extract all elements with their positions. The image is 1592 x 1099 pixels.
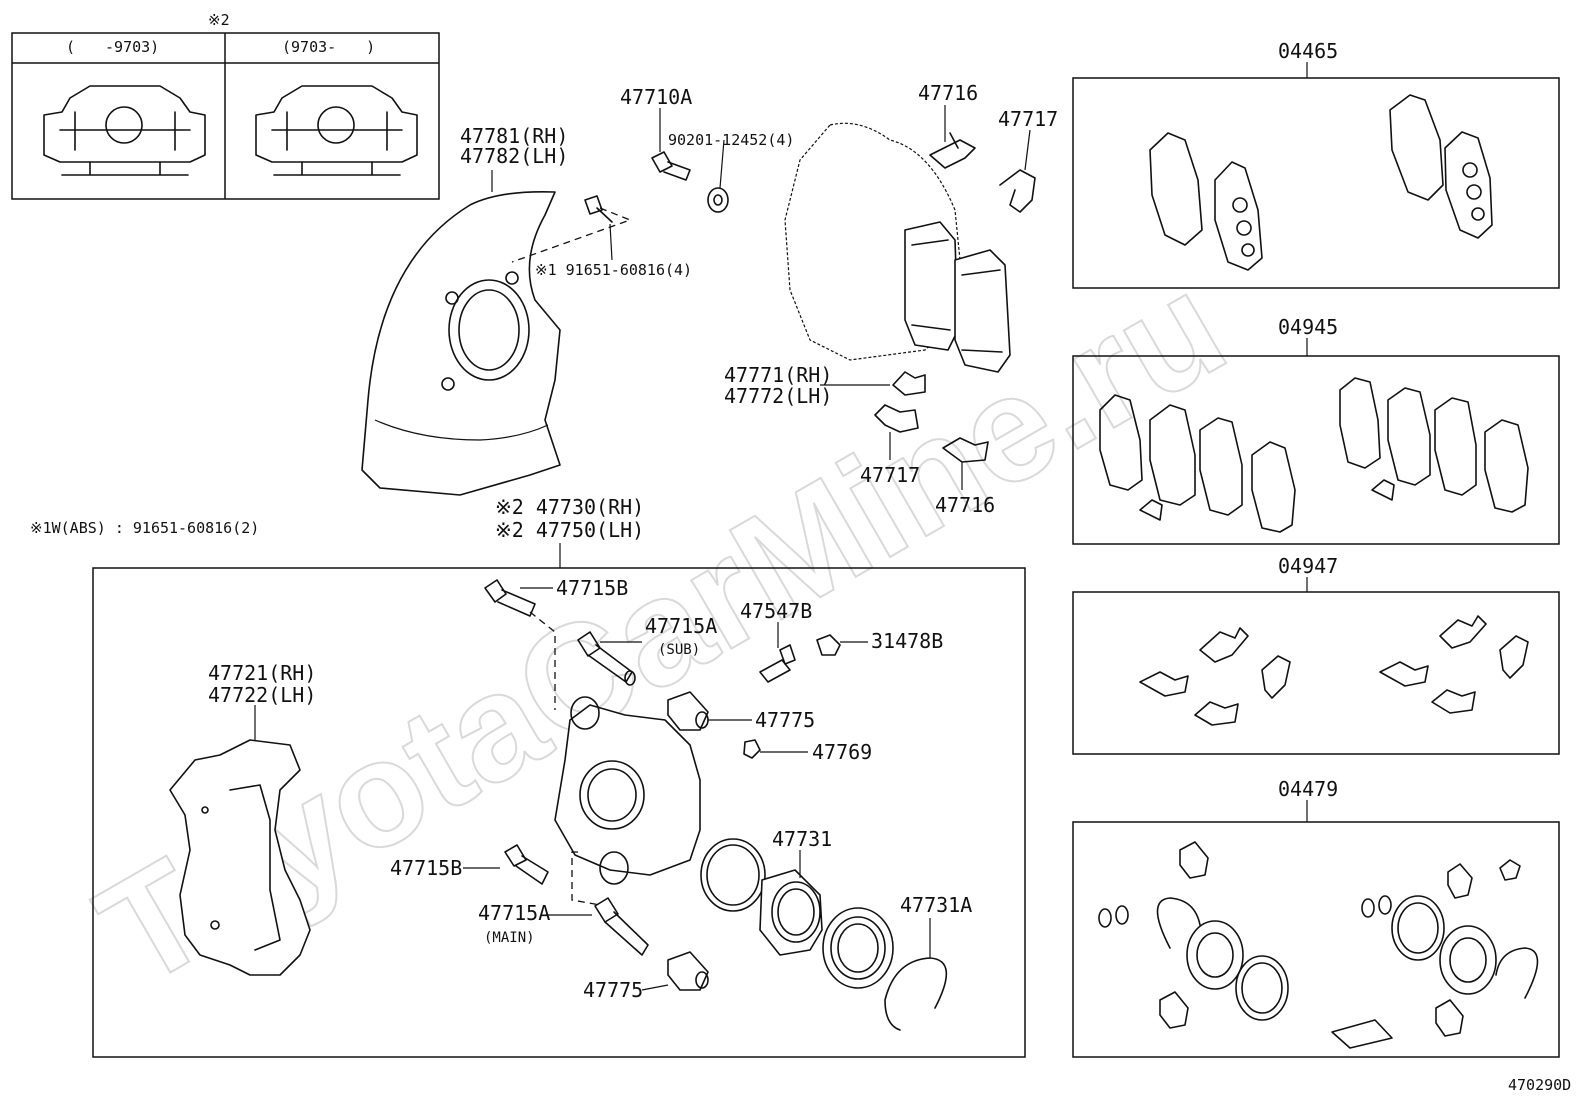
kit-04947-label: 04947 [1278,554,1338,578]
brake-pad-outer [954,249,1011,373]
label-47769: 47769 [812,740,872,764]
abs-note: ※1W(ABS) : 91651-60816(2) [30,519,259,537]
label-47710a: 47710A [620,85,692,109]
pin-47715a-sub [577,631,636,686]
label-47715b-top: 47715B [556,576,628,600]
label-47775-top: 47775 [755,708,815,732]
label-47772: 47772(LH) [724,384,832,408]
caliper-variant-inset: ※2 ( -9703) (9703- ) [11,11,440,200]
kit-04947-box [1072,591,1560,755]
label-sub: (SUB) [658,642,700,658]
bolt-47715b-bottom [504,844,549,885]
label-47781: 47781(RH) [460,124,568,148]
label-main: (MAIN) [484,930,535,946]
label-47731: 47731 [772,827,832,851]
inset-col-right: (9703- ) [282,38,375,56]
kit-04465-box [1072,77,1560,289]
kit-04945-box [1072,355,1560,545]
kit-04479-parts [1098,841,1539,1049]
boot-47775-bottom [667,951,709,991]
kit-04945-label: 04945 [1278,315,1338,339]
brake-pad-inner [904,221,959,351]
label-47716-bottom: 47716 [935,493,995,517]
snap-ring-47731a [884,957,948,1031]
clip-47771 [892,371,926,396]
label-47721: 47721(RH) [208,661,316,685]
label-47715b-bottom: 47715B [390,856,462,880]
kit-04465-label: 04465 [1278,39,1338,63]
label-47715a-main: 47715A [478,901,550,925]
label-47717-top: 47717 [998,107,1058,131]
label-91651: ※1 91651-60816(4) [535,261,692,279]
label-47722: 47722(LH) [208,683,316,707]
inset-col-left: ( -9703) [66,38,159,56]
dust-shield [361,190,561,496]
kit-04945-pads [1099,377,1529,533]
label-47547b: 47547B [740,599,812,623]
kit-04947-clips [1139,615,1529,726]
kit-04479-label: 04479 [1278,777,1338,801]
bolt-47715b-top [484,579,536,617]
caliper-outline-ghost [784,122,961,361]
label-47730: ※2 47730(RH) [495,495,644,519]
clip-47717-top [999,169,1036,213]
label-31478b: 31478B [871,629,943,653]
kit-04479-box [1072,821,1560,1058]
shim-47716-top [929,132,976,169]
torque-plate-47721 [169,739,311,976]
label-47731a: 47731A [900,893,972,917]
inset-note-mark: ※2 [208,11,230,29]
label-47750: ※2 47750(LH) [495,518,644,542]
bolt-91651 [584,195,613,223]
caliper-late-sketch [255,85,418,176]
diagram-code: 470290D [1508,1076,1571,1094]
seal-ring [700,838,766,912]
cap-31478b [816,634,841,656]
label-47782: 47782(LH) [460,144,568,168]
caliper-assembly-box [92,567,1026,1058]
caliper-early-sketch [43,85,206,176]
bolt-47710a [651,151,691,181]
label-47717-bottom: 47717 [860,463,920,487]
bleeder-47547b [759,644,796,683]
label-47775-bottom: 47775 [583,978,643,1002]
caliper-body [554,696,701,885]
pin-47715a-main [594,897,649,956]
label-47716-top: 47716 [918,81,978,105]
label-47771: 47771(RH) [724,363,832,387]
kit-04465-pads [1149,94,1493,271]
piston-47731 [759,869,823,956]
clip-47717-bottom [874,404,919,433]
washer-90201 [707,187,729,213]
label-90201: 90201-12452(4) [668,131,794,149]
cap-47769 [743,739,761,759]
label-47715a-sub: 47715A [645,614,717,638]
piston-boot [822,907,894,989]
